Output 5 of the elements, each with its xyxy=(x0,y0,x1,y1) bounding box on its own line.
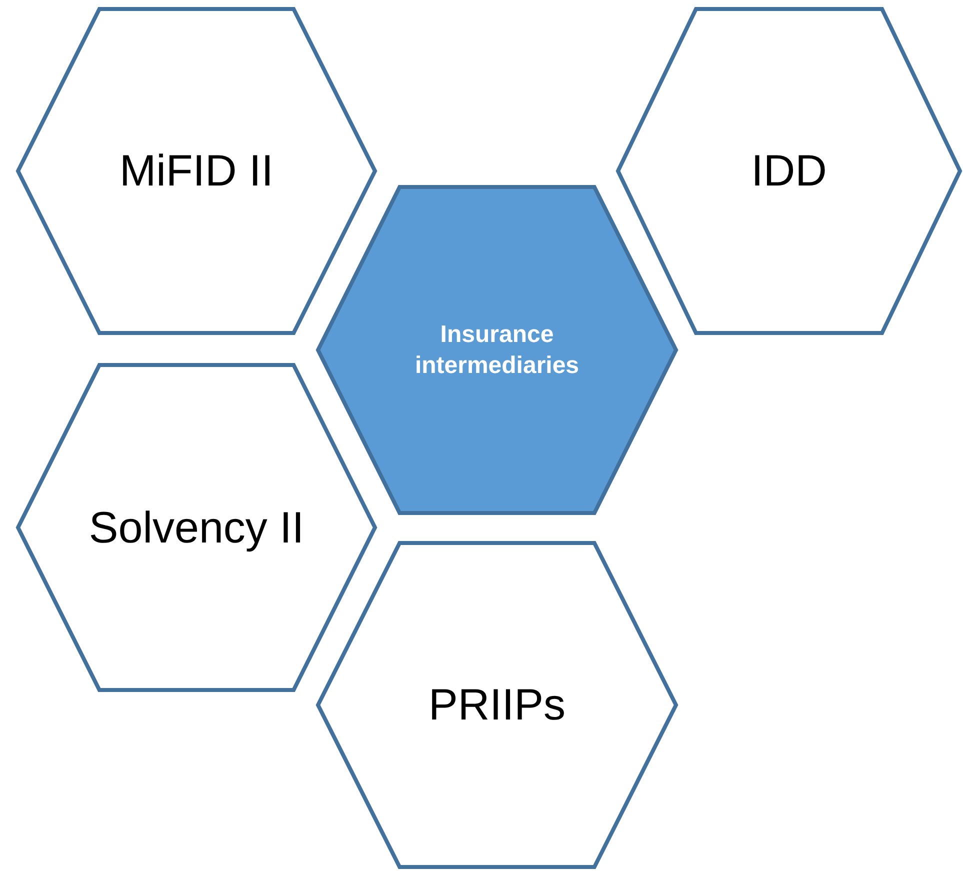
hexagon-label: Insurance intermediaries xyxy=(414,320,580,381)
hexagon-label: IDD xyxy=(750,145,828,198)
hexagon-label: PRIIPs xyxy=(428,679,566,732)
hexagon-label: MiFID II xyxy=(118,145,274,198)
hexagon-label: Solvency II xyxy=(88,502,306,554)
